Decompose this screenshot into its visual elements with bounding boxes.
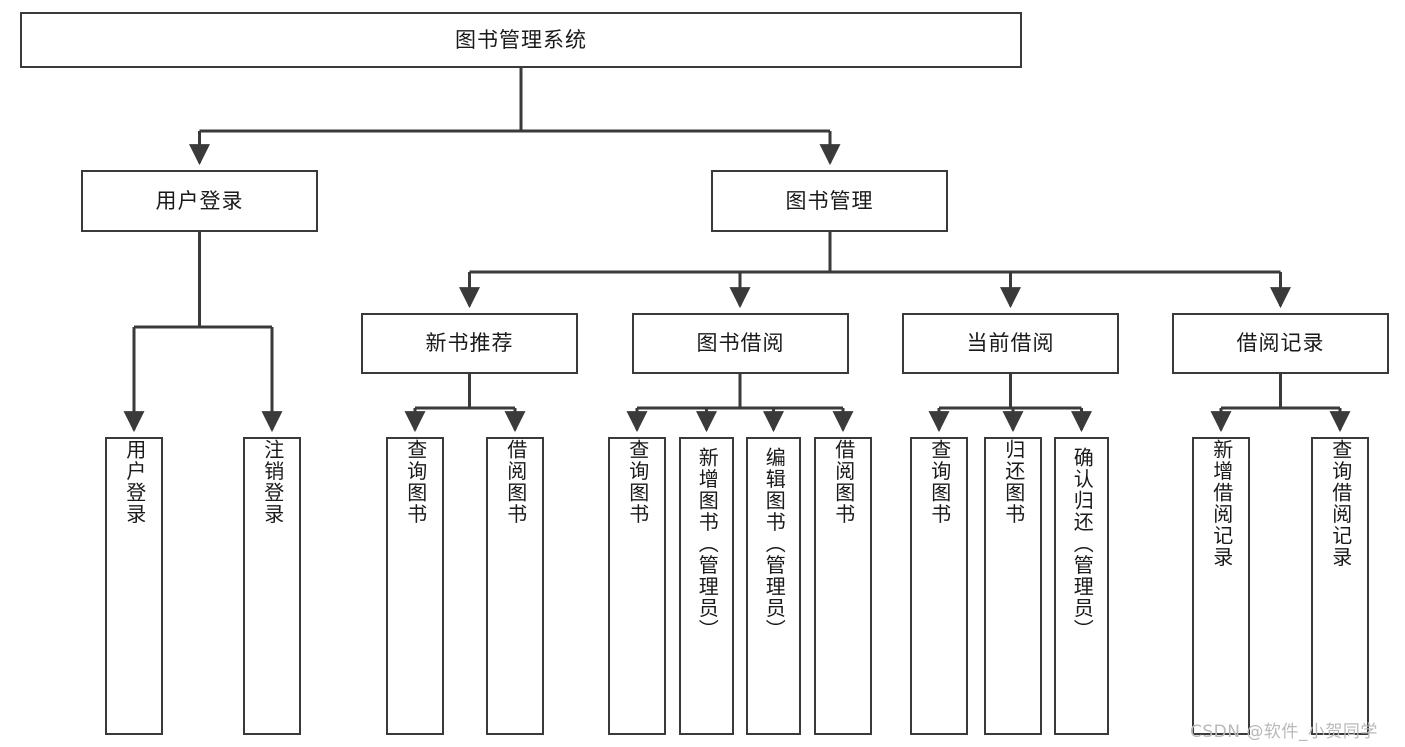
leaf-confirm-return-admin[interactable]: 确认归还（管理员） — [1054, 437, 1109, 735]
leaf-edit-book-admin-label: 编辑图书（管理员） — [762, 447, 787, 641]
leaf-borrow-book[interactable]: 借阅图书 — [814, 437, 872, 735]
node-book-borrow-label: 图书借阅 — [696, 331, 785, 355]
csdn-watermark: CSDN @软件_小贺同学 — [1190, 722, 1378, 742]
leaf-user-login[interactable]: 用户登录 — [105, 437, 163, 735]
node-root[interactable]: 图书管理系统 — [20, 12, 1022, 68]
leaf-query-borrow-record-label: 查询借阅记录 — [1328, 439, 1353, 568]
node-current-borrow[interactable]: 当前借阅 — [902, 313, 1119, 374]
leaf-borrow-book-label: 借阅图书 — [831, 439, 856, 525]
node-book-manage-label: 图书管理 — [785, 188, 874, 213]
node-book-manage[interactable]: 图书管理 — [711, 170, 948, 232]
leaf-user-login-label: 用户登录 — [122, 439, 147, 525]
node-current-borrow-label: 当前借阅 — [966, 331, 1055, 355]
leaf-user-logout-label: 注销登录 — [260, 439, 285, 525]
leaf-rec-query-book[interactable]: 查询图书 — [386, 437, 444, 735]
leaf-cur-query-book[interactable]: 查询图书 — [910, 437, 968, 735]
leaf-return-book[interactable]: 归还图书 — [984, 437, 1042, 735]
leaf-borrow-query-book-label: 查询图书 — [625, 439, 650, 525]
leaf-confirm-return-admin-label: 确认归还（管理员） — [1070, 447, 1095, 641]
leaf-query-borrow-record[interactable]: 查询借阅记录 — [1311, 437, 1369, 735]
leaf-rec-borrow-book[interactable]: 借阅图书 — [486, 437, 544, 735]
leaf-borrow-query-book[interactable]: 查询图书 — [608, 437, 666, 735]
leaf-add-book-admin[interactable]: 新增图书（管理员） — [679, 437, 734, 735]
leaf-add-borrow-record[interactable]: 新增借阅记录 — [1192, 437, 1250, 735]
leaf-add-book-admin-label: 新增图书（管理员） — [695, 447, 720, 641]
node-borrow-record-label: 借阅记录 — [1236, 331, 1325, 355]
node-user-login-label: 用户登录 — [155, 188, 244, 213]
leaf-add-borrow-record-label: 新增借阅记录 — [1209, 439, 1234, 568]
leaf-return-book-label: 归还图书 — [1001, 439, 1026, 525]
node-user-login[interactable]: 用户登录 — [81, 170, 318, 232]
leaf-rec-query-book-label: 查询图书 — [403, 439, 428, 525]
leaf-edit-book-admin[interactable]: 编辑图书（管理员） — [746, 437, 801, 735]
node-root-label: 图书管理系统 — [455, 27, 587, 52]
node-new-book-rec-label: 新书推荐 — [425, 331, 514, 355]
node-new-book-rec[interactable]: 新书推荐 — [361, 313, 578, 374]
node-borrow-record[interactable]: 借阅记录 — [1172, 313, 1389, 374]
leaf-rec-borrow-book-label: 借阅图书 — [503, 439, 528, 525]
node-book-borrow[interactable]: 图书借阅 — [632, 313, 849, 374]
leaf-cur-query-book-label: 查询图书 — [927, 439, 952, 525]
leaf-user-logout[interactable]: 注销登录 — [243, 437, 301, 735]
